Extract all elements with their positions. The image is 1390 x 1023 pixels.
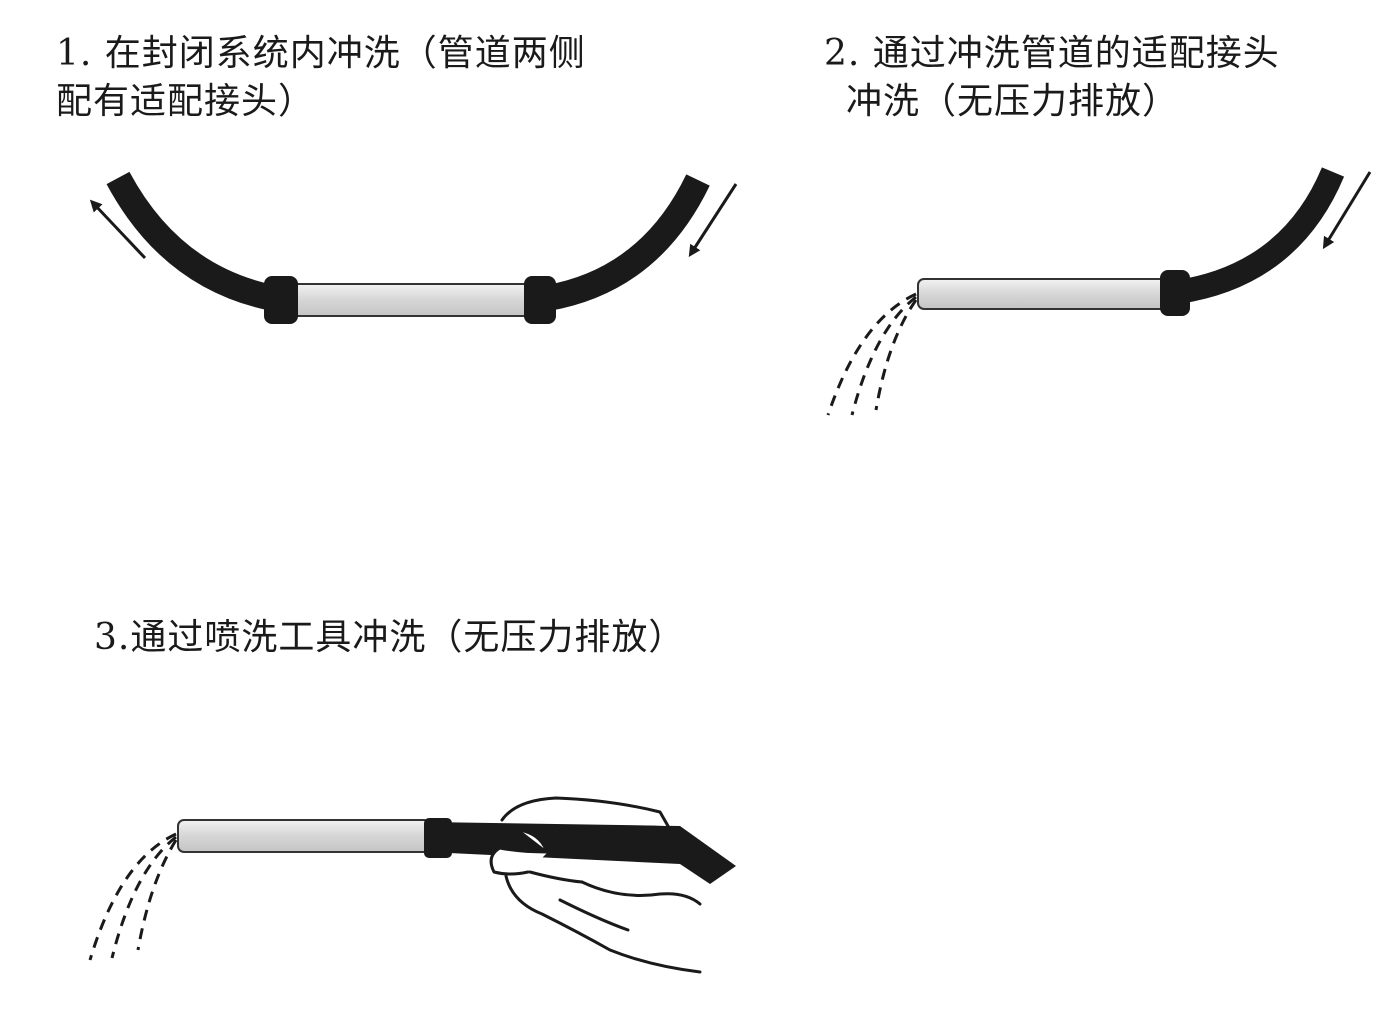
step2-caption-line2: 冲洗（无压力排放）	[846, 81, 1180, 122]
step3-caption: 3.通过喷洗工具冲洗（无压力排放）	[94, 614, 685, 662]
step1-caption-line2: 配有适配接头）	[56, 81, 316, 122]
hose-left	[106, 171, 272, 310]
flow-arrow-in-icon	[688, 183, 738, 258]
hose-right	[545, 174, 710, 311]
tube	[291, 283, 531, 317]
water-discharge-icon	[88, 832, 178, 961]
adapter	[1160, 270, 1190, 316]
water-discharge-icon	[826, 292, 918, 416]
hose	[1176, 167, 1345, 304]
adapter-left	[264, 276, 298, 324]
scene-closed-system	[89, 171, 738, 324]
spray-tool-nozzle	[424, 818, 452, 858]
step1-caption: 1. 在封闭系统内冲洗（管道两侧 配有适配接头）	[56, 30, 586, 126]
scene-spray-tool	[88, 796, 736, 974]
step1-caption-line1: 1. 在封闭系统内冲洗（管道两侧	[56, 33, 586, 74]
scene-adapter-discharge	[826, 167, 1372, 416]
flow-arrow-in-icon	[1322, 171, 1372, 250]
spray-hose	[428, 822, 736, 884]
tube	[177, 819, 431, 853]
tube	[917, 278, 1169, 310]
adapter-right	[524, 276, 556, 324]
flow-arrow-out-icon	[89, 199, 147, 260]
step3-caption-line1: 3.通过喷洗工具冲洗（无压力排放）	[94, 617, 686, 658]
step2-caption-line1: 2. 通过冲洗管道的适配接头	[824, 33, 1280, 74]
hand-icon	[489, 796, 702, 974]
step2-caption: 2. 通过冲洗管道的适配接头 冲洗（无压力排放）	[824, 30, 1280, 126]
